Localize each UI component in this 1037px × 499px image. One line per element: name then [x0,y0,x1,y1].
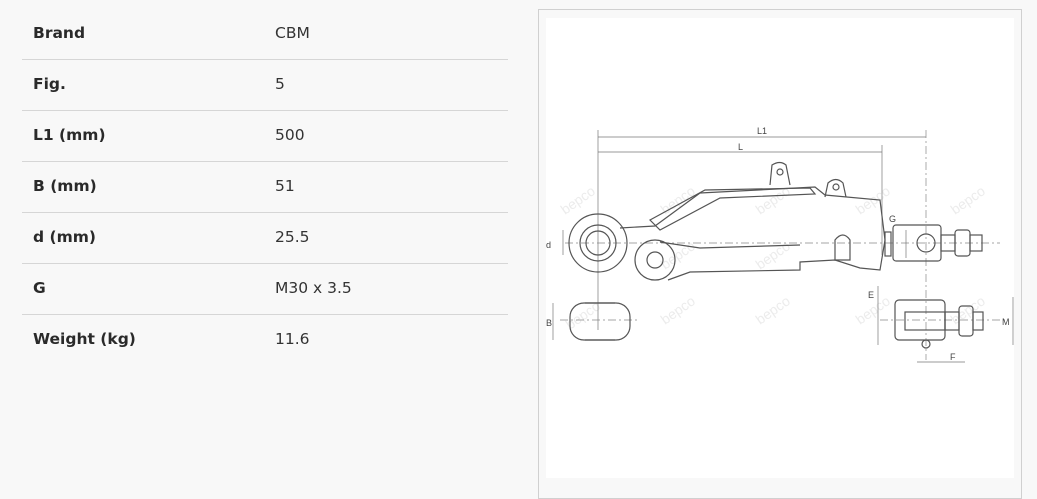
dim-b-label: B [546,318,552,328]
dim-g-label: G [889,214,896,224]
svg-text:bepco: bepco [948,292,989,327]
spec-value: 500 [275,126,305,144]
dim-f-label: F [950,352,956,362]
spec-value: 11.6 [275,330,310,348]
dim-e-label: E [868,290,874,300]
dimension-lines [552,130,1014,363]
spec-row-fig: Fig. 5 [22,60,508,111]
spec-row-brand: Brand CBM [22,9,508,60]
spec-row-l1: L1 (mm) 500 [22,111,508,162]
spec-label: B (mm) [33,177,97,195]
spec-value: 25.5 [275,228,310,246]
spec-row-g: G M30 x 3.5 [22,264,508,315]
dim-m-label: M [1002,317,1010,327]
spec-label: d (mm) [33,228,96,246]
watermark: bepco bepco bepco bepco bepco bepco bepc… [558,182,989,332]
spec-table: Brand CBM Fig. 5 L1 (mm) 500 B (mm) 51 d (mm… [22,9,508,365]
spec-row-d: d (mm) 25.5 [22,213,508,264]
svg-text:bepco: bepco [558,182,599,217]
spec-value: 5 [275,75,285,93]
dimension-labels: L1 L d G B E F M [546,126,1010,362]
spec-row-b: B (mm) 51 [22,162,508,213]
spec-label: G [33,279,46,297]
dim-l1-label: L1 [757,126,767,136]
spec-label: Fig. [33,75,66,93]
spec-label: L1 (mm) [33,126,106,144]
spec-row-weight: Weight (kg) 11.6 [22,315,508,365]
spec-value: 51 [275,177,295,195]
svg-text:bepco: bepco [753,182,794,217]
spec-label: Weight (kg) [33,330,136,348]
svg-text:bepco: bepco [753,237,794,272]
dim-d-label: d [546,240,551,250]
spec-value: M30 x 3.5 [275,279,352,297]
technical-drawing: bepco bepco bepco bepco bepco bepco bepc… [546,126,1014,363]
svg-text:bepco: bepco [753,292,794,327]
dim-l-label: L [738,142,743,152]
svg-text:bepco: bepco [658,292,699,327]
svg-text:bepco: bepco [948,182,989,217]
part-outline [568,161,984,349]
spec-value: CBM [275,24,310,42]
spec-label: Brand [33,24,86,42]
product-image-background [546,18,1014,478]
